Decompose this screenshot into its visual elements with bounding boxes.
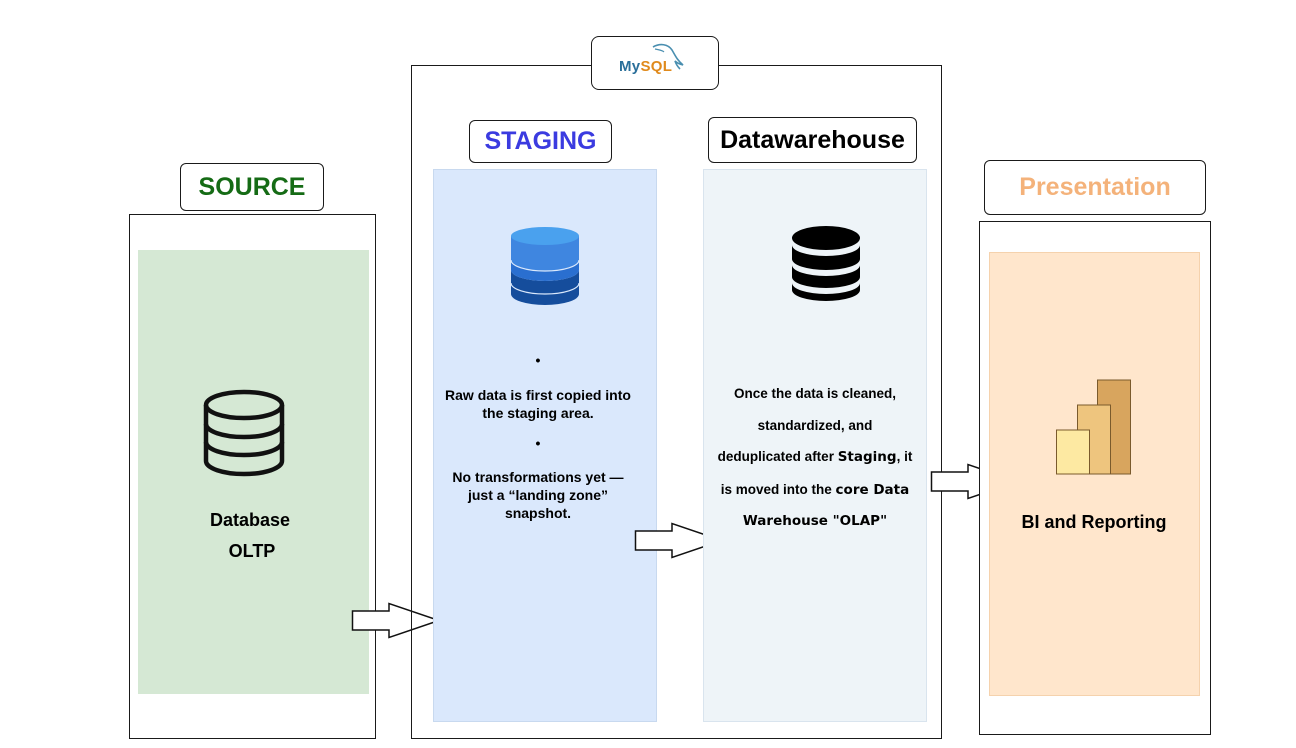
dw-desc-line5: Warehouse "OLAP" [742,513,888,529]
dw-desc-line4: is moved into the core Data [704,474,926,507]
source-title-box: SOURCE [180,163,324,211]
mysql-logo-sql: SQL [640,58,673,75]
database-black-icon [792,226,860,301]
source-label-line1: Database [209,510,291,530]
dw-desc-line2: standardized, and [757,417,873,433]
arrow-right-icon [351,602,442,639]
datawarehouse-title: Datawarehouse [720,125,905,154]
dw-desc-line4a: is moved into the [720,481,836,497]
database-blue-icon [510,227,580,305]
dw-desc-line3a: deduplicated after [717,449,838,464]
source-label-line2: OLTP [228,541,276,561]
presentation-title: Presentation [1019,173,1171,201]
bar-chart-icon [1056,379,1131,475]
dw-desc-staging: Staging [837,449,897,465]
mysql-logo-my: My [619,58,641,75]
arrow-right-icon [634,522,725,559]
datawarehouse-description: Once the data is cleaned, standardized, … [704,378,926,538]
dw-desc-line3c: , it [896,449,913,464]
staging-title-box: STAGING [469,120,612,163]
mysql-logo-text: MySQL [619,58,672,75]
staging-bullet-1: Raw data is first copied into the stagin… [445,387,631,421]
dw-desc-core: core Data [835,481,910,498]
staging-bullet-2: No transformations yet — just a “landing… [452,469,624,521]
staging-title: STAGING [484,127,597,155]
mysql-dolphin-icon [652,43,684,70]
presentation-title-box: Presentation [984,160,1206,215]
staging-bullet-dot-2: • [535,435,541,451]
database-outline-icon [203,389,285,477]
presentation-label: BI and Reporting [1021,512,1167,532]
datawarehouse-title-box: Datawarehouse [708,117,917,163]
dw-desc-line1: Once the data is cleaned, [733,386,897,401]
source-title: SOURCE [198,172,306,201]
staging-bullet-dot-1: • [535,352,541,368]
mysql-logo-box: MySQL [591,36,719,90]
dw-desc-line3: deduplicated after Staging, it [704,441,926,474]
